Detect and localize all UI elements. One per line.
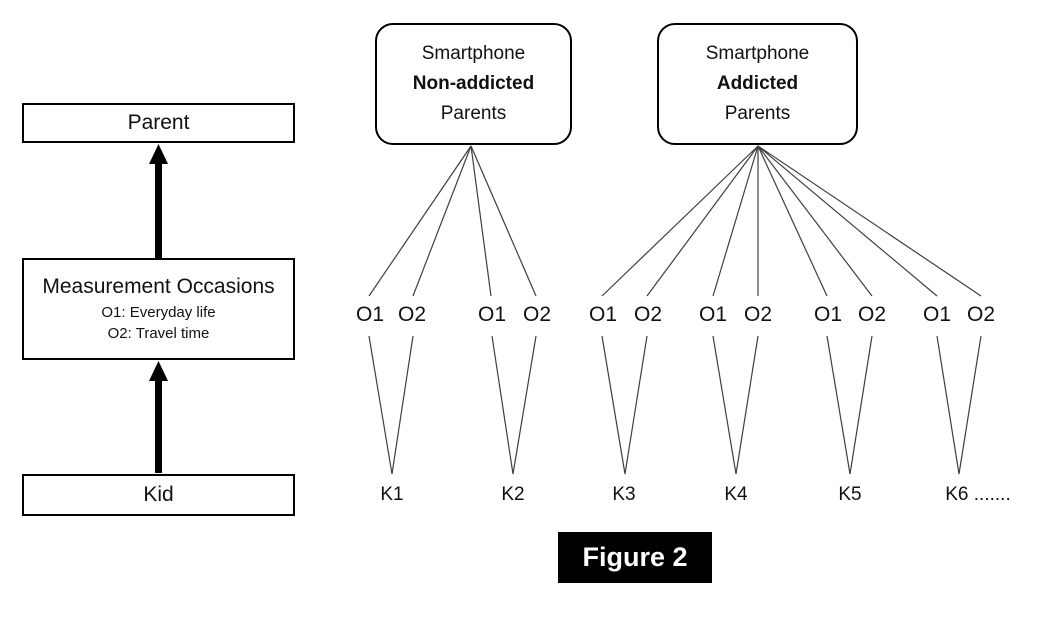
arrow-measurement-to-parent (149, 144, 168, 259)
occasion-label-o2-pair2: O2 (522, 303, 552, 326)
kid-label-k1: K1 (380, 484, 404, 505)
arrow-kid-to-measurement (149, 361, 168, 473)
occasion-label-o2-pair6: O2 (966, 303, 996, 326)
occasion-label-o2-pair3: O2 (633, 303, 663, 326)
parent-label: Parent (127, 111, 190, 134)
occasion-label-o1-pair1: O1 (355, 303, 385, 326)
fan-lines-group-2 (601, 145, 982, 297)
group2-line3: Parents (724, 103, 791, 124)
group1-line3: Parents (440, 103, 507, 124)
measurement-occasions-box: Measurement Occasions O1: Everyday life … (22, 258, 295, 360)
kid-box: Kid (22, 474, 295, 516)
fan-lines-group-1 (368, 145, 537, 297)
measurement-item-o1: O1: Everyday life (101, 304, 216, 321)
parent-box: Parent (22, 103, 295, 143)
group2-line1: Smartphone (705, 43, 810, 64)
kid-label: Kid (143, 483, 174, 506)
group2-line2: Addicted (716, 73, 799, 94)
occasion-to-kid-lines (368, 335, 982, 475)
measurement-title: Measurement Occasions (42, 275, 275, 298)
occasion-label-o1-pair4: O1 (698, 303, 728, 326)
kid-label-k2: K2 (501, 484, 525, 505)
group1-line1: Smartphone (421, 43, 526, 64)
occasion-label-o1-pair2: O1 (477, 303, 507, 326)
kid-label-k6: K6 ....... (945, 484, 1011, 505)
kid-label-k3: K3 (612, 484, 636, 505)
figure-caption: Figure 2 (558, 532, 712, 583)
group-box-non-addicted: Smartphone Non-addicted Parents (375, 23, 572, 145)
group-box-addicted: Smartphone Addicted Parents (657, 23, 858, 145)
occasion-label-o1-pair3: O1 (588, 303, 618, 326)
group1-line2: Non-addicted (412, 73, 535, 94)
kid-label-k5: K5 (838, 484, 862, 505)
occasion-label-o1-pair5: O1 (813, 303, 843, 326)
occasion-label-o2-pair4: O2 (743, 303, 773, 326)
occasion-label-o2-pair5: O2 (857, 303, 887, 326)
occasion-label-o2-pair1: O2 (397, 303, 427, 326)
kid-label-k4: K4 (724, 484, 748, 505)
occasion-label-o1-pair6: O1 (922, 303, 952, 326)
measurement-item-o2: O2: Travel time (107, 325, 210, 342)
figure-caption-text: Figure 2 (582, 542, 688, 572)
